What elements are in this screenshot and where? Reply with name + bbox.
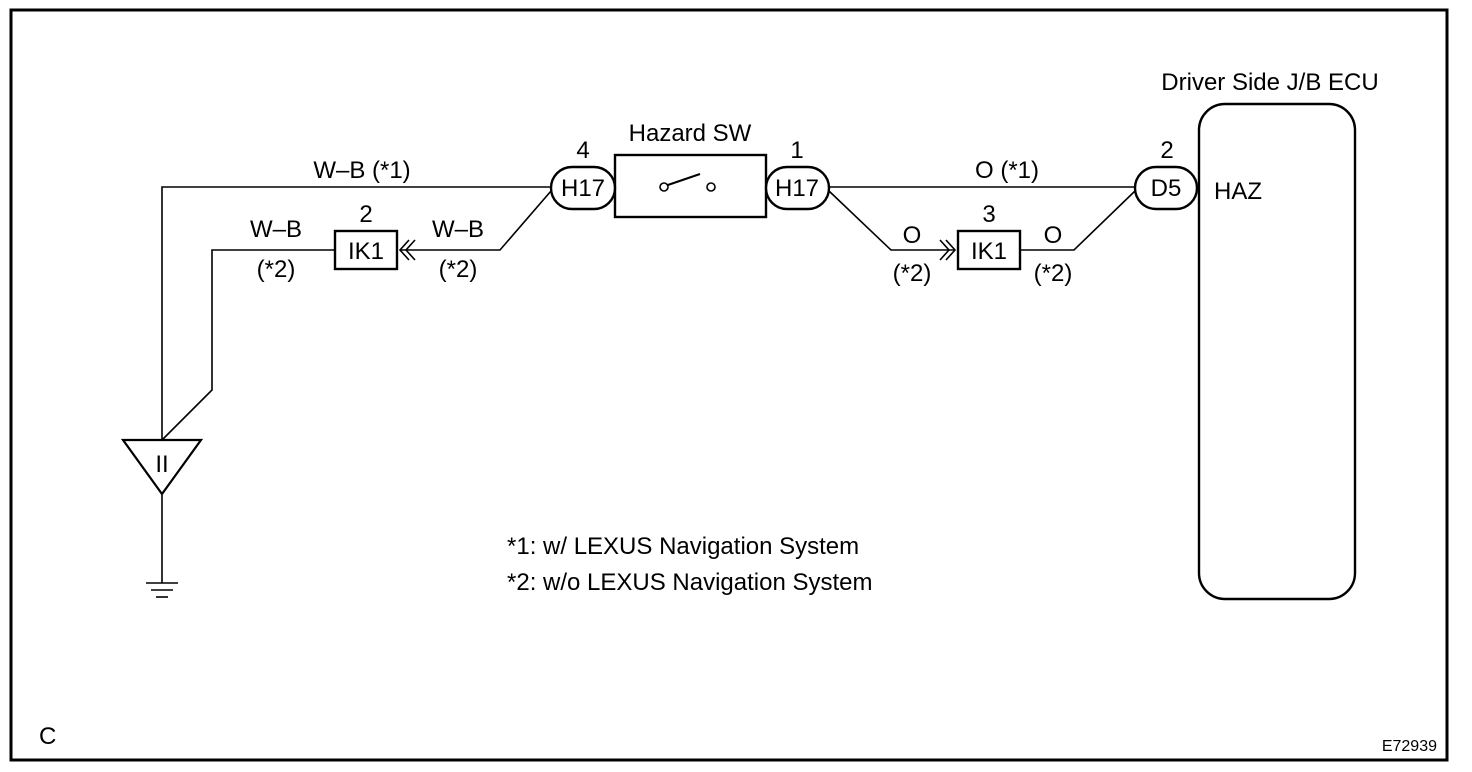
wire-label-o-2b-note: (*2): [1034, 260, 1073, 287]
connector-h17-left: [549, 165, 617, 211]
wire-label-o-2b: O: [1044, 222, 1063, 249]
ground-point-label: II: [155, 451, 168, 478]
wire-wb-2-left: [161, 249, 335, 441]
connector-h17-left-pin: 4: [576, 137, 589, 164]
corner-label: C: [39, 723, 56, 750]
junction-ik1-left-pin: 2: [359, 201, 372, 228]
ecu-title: Driver Side J/B ECU: [1161, 69, 1378, 96]
connector-chevron-icon: [398, 239, 416, 261]
wire-label-o-2a: O: [903, 222, 922, 249]
hazard-switch-title: Hazard SW: [629, 120, 752, 147]
wire-label-o-1: O (*1): [975, 157, 1039, 184]
wire-wb-1: [161, 186, 551, 440]
wire-o-2-right: [1021, 190, 1136, 251]
note-1: *1: w/ LEXUS Navigation System: [507, 533, 859, 560]
figure-id: E72939: [1382, 738, 1437, 755]
connector-h17-right-pin: 1: [790, 137, 803, 164]
wire-label-o-2a-note: (*2): [893, 260, 932, 287]
connector-d5-label: D5: [1151, 175, 1182, 202]
ground-point-triangle: [120, 438, 204, 496]
wire-label-wb-2a: W–B: [250, 216, 302, 243]
wire-o-2-left: [828, 190, 955, 251]
wire-label-wb-2b-note: (*2): [439, 256, 478, 283]
connector-h17-right: [764, 165, 831, 211]
connector-chevron-icon: [939, 239, 957, 261]
wire-label-wb-2a-note: (*2): [257, 256, 296, 283]
ecu-terminal-label: HAZ: [1214, 178, 1262, 205]
switch-contact-icon: [640, 173, 740, 194]
connector-d5: [1133, 165, 1199, 211]
junction-ik1-right-pin: 3: [982, 201, 995, 228]
connector-h17-right-label: H17: [775, 175, 819, 202]
note-2: *2: w/o LEXUS Navigation System: [507, 569, 873, 596]
diagram-frame: [9, 8, 1449, 762]
wire-label-wb-2b: W–B: [432, 216, 484, 243]
junction-ik1-left: [333, 229, 399, 271]
junction-ik1-right: [956, 229, 1022, 271]
junction-ik1-right-label: IK1: [971, 238, 1007, 265]
ecu-box: [1197, 102, 1357, 601]
connector-h17-left-label: H17: [561, 175, 605, 202]
connector-d5-pin: 2: [1160, 137, 1173, 164]
wire-wb-2-right: [400, 190, 552, 251]
wire-label-wb-1: W–B (*1): [313, 157, 410, 184]
junction-ik1-left-label: IK1: [348, 238, 384, 265]
